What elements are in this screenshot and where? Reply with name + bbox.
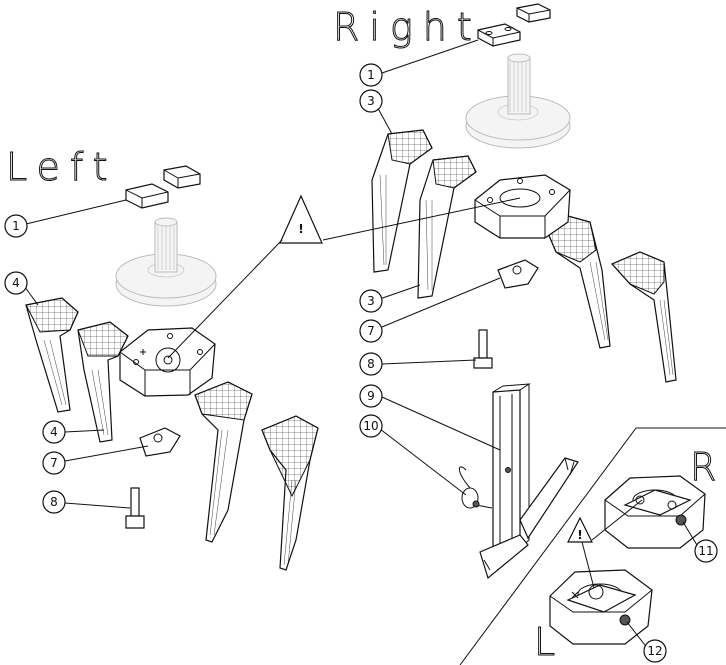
hub-ghost-left — [115, 217, 217, 307]
leader-lines — [21, 39, 701, 650]
tine-right-back-2 — [610, 251, 677, 383]
inset-warning-triangle-icon: ! — [567, 499, 643, 589]
clamp-block-left-2 — [163, 165, 201, 189]
svg-text:4: 4 — [50, 425, 58, 439]
heading-right: Right — [333, 5, 482, 49]
callout-10: 10 — [359, 414, 383, 438]
heading-inset-right: R — [690, 445, 716, 489]
svg-text:3: 3 — [367, 94, 375, 108]
svg-text:7: 7 — [50, 456, 58, 470]
heading-inset-left: L — [534, 620, 555, 664]
tine-carrier-plate-right — [474, 174, 571, 239]
callout-7-left: 7 — [42, 451, 66, 475]
inset-hub-left — [549, 569, 653, 645]
svg-text:!: ! — [298, 222, 303, 236]
lock-clip-left — [139, 427, 181, 457]
callout-4-left-top: 4 — [4, 271, 28, 295]
svg-text:12: 12 — [647, 644, 662, 658]
lock-clip-right — [497, 259, 539, 289]
callout-11: 11 — [694, 539, 718, 563]
clamp-block-right-1 — [477, 23, 521, 47]
svg-text:1: 1 — [12, 219, 20, 233]
callout-9: 9 — [359, 384, 383, 408]
tine-right-front-1 — [371, 129, 433, 273]
bolt-left — [125, 487, 145, 529]
warning-triangle-icon: ! — [279, 194, 323, 244]
callout-8-right: 8 — [359, 352, 383, 376]
support-stand — [479, 383, 579, 580]
callout-8-left: 8 — [42, 490, 66, 514]
svg-text:3: 3 — [367, 294, 375, 308]
inset-divider — [459, 427, 726, 665]
clamp-block-right-2 — [516, 3, 551, 23]
svg-text:10: 10 — [363, 419, 378, 433]
svg-text:8: 8 — [50, 495, 58, 509]
svg-text:11: 11 — [698, 544, 713, 558]
callout-1-left: 1 — [4, 214, 28, 238]
callout-1-right: 1 — [359, 63, 383, 87]
svg-text:!: ! — [577, 528, 582, 542]
inset-hub-right — [604, 475, 706, 549]
svg-text:1: 1 — [367, 68, 375, 82]
tine-right-front-2 — [417, 155, 477, 299]
tine-left-front-2 — [77, 321, 129, 443]
svg-text:9: 9 — [367, 389, 375, 403]
tine-carrier-plate-left — [119, 327, 216, 397]
bolt-right — [473, 329, 493, 369]
tine-left-front-1 — [25, 297, 79, 413]
callout-3-right-top: 3 — [359, 89, 383, 113]
tine-left-back-1 — [194, 381, 253, 543]
hub-ghost-right — [465, 53, 571, 149]
callout-4-left-bottom: 4 — [42, 420, 66, 444]
lynch-pin — [458, 466, 493, 509]
callout-12: 12 — [643, 639, 667, 663]
callout-3-right-bottom: 3 — [359, 289, 383, 313]
callout-7-right: 7 — [359, 319, 383, 343]
svg-text:4: 4 — [12, 276, 20, 290]
clamp-block-left-1 — [125, 183, 169, 209]
tine-right-back-1 — [544, 215, 611, 349]
svg-text:8: 8 — [367, 357, 375, 371]
svg-text:7: 7 — [367, 324, 375, 338]
heading-left: Left — [6, 145, 118, 189]
tine-left-back-2 — [261, 415, 319, 571]
